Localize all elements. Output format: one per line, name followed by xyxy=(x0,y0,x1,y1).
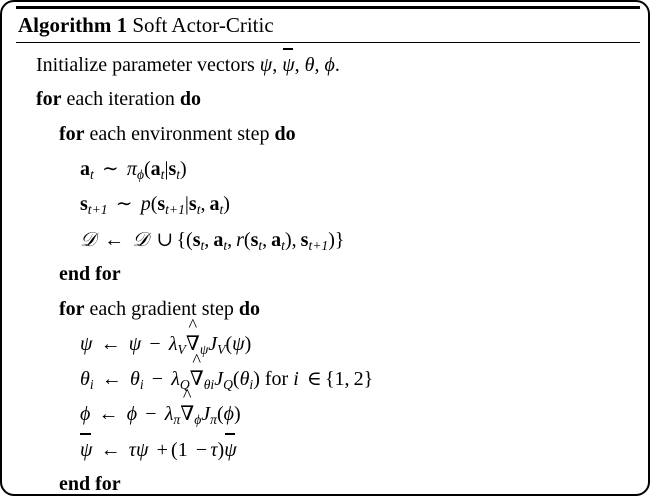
period-1: . xyxy=(334,54,340,77)
algorithm-number: 1 xyxy=(116,13,128,37)
var-s: s xyxy=(80,193,88,215)
algorithm-title: Algorithm 1 Soft Actor-Critic xyxy=(16,9,640,42)
keyword-for: for xyxy=(36,88,62,110)
keyword-do: do xyxy=(238,298,261,320)
line-sample-action: at ∼ πϕ(at|st) xyxy=(80,158,187,182)
line-initialize: Initialize parameter vectors ψ, ψ, θ, ϕ. xyxy=(16,47,640,82)
algorithm-top-rule xyxy=(16,6,640,9)
sub-i: i xyxy=(89,376,94,392)
param-psi: ψ xyxy=(80,333,93,355)
text-for: for xyxy=(264,368,289,390)
line-sample-next-state: st+1 ∼ p(st+1|st, at) xyxy=(80,193,230,217)
buffer-d: 𝒟 xyxy=(132,227,149,251)
text-each-gradient-step: each gradient step xyxy=(89,298,234,320)
objective-J: J xyxy=(201,403,211,425)
sub-t: t xyxy=(90,166,94,182)
lr-lambda: λ xyxy=(168,333,178,355)
sub-t-plus-1: t+1 xyxy=(87,201,108,217)
op-minus: − xyxy=(149,333,161,355)
keyword-end-for: end for xyxy=(59,473,121,495)
comma-1: , xyxy=(272,54,278,77)
op-cup: ∪ xyxy=(156,229,174,251)
keyword-do: do xyxy=(274,123,296,145)
comma-2: , xyxy=(294,54,300,77)
index-i: i xyxy=(293,368,299,390)
line-update-psi-bar: ψ ← τψ +(1 −τ)ψ xyxy=(16,432,640,467)
line-for-each-environment-step: for each environment step do xyxy=(16,117,640,152)
op-minus: − xyxy=(151,368,164,390)
line-update-replay-buffer: 𝒟 ← 𝒟 ∪{(st, at, r(st, at), st+1)} xyxy=(80,227,345,253)
var-s: s xyxy=(168,158,177,180)
op-gets: ← xyxy=(101,368,122,390)
op-gets: ← xyxy=(104,229,125,251)
line-update-phi: ϕ ← ϕ − λπ∇ϕJπ(ϕ) xyxy=(16,386,640,432)
line-update-theta: θi ← θi − λQ∇θiJQ(θi) for i ∈{1, 2} xyxy=(16,351,640,397)
algorithm-name: Soft Actor-Critic xyxy=(132,13,274,37)
initialize-symbols: ψ, ψ, θ, ϕ. xyxy=(259,48,340,77)
symbol-theta: θ xyxy=(304,54,315,77)
op-plus: + xyxy=(156,439,168,462)
lr-lambda: λ xyxy=(164,403,174,425)
algorithm-title-rule xyxy=(16,42,640,43)
param-psi-bar: ψ xyxy=(224,432,237,468)
buffer-d: 𝒟 xyxy=(80,227,96,251)
value-two: 2 xyxy=(353,368,364,390)
transition-p: p xyxy=(140,193,151,215)
op-in: ∈ xyxy=(306,368,322,390)
hat-nabla-icon: ∇ xyxy=(190,351,204,397)
sub-phi: ϕ xyxy=(136,166,144,182)
param-psi-bar: ψ xyxy=(80,432,92,468)
op-gets: ← xyxy=(98,403,119,425)
param-theta: θ xyxy=(80,368,90,390)
op-minus: − xyxy=(145,403,157,425)
var-a: a xyxy=(80,158,90,180)
objective-J: J xyxy=(214,368,224,390)
keyword-end-for: end for xyxy=(59,263,121,285)
var-a: a xyxy=(150,158,161,180)
keyword-for: for xyxy=(59,298,85,320)
op-sim: ∼ xyxy=(115,193,133,215)
value-one: 1 xyxy=(334,368,345,390)
lr-lambda: λ xyxy=(171,368,180,390)
algorithm-block: Algorithm 1 Soft Actor-Critic Initialize… xyxy=(16,6,640,495)
value-one: 1 xyxy=(177,439,188,462)
coef-tau: τ xyxy=(128,439,136,462)
reward-r: r xyxy=(236,229,244,251)
initialize-text: Initialize parameter vectors xyxy=(36,54,255,77)
keyword-for: for xyxy=(59,123,85,145)
line-end-for-gradient: end for xyxy=(16,467,640,495)
comma-3: , xyxy=(314,54,320,77)
op-gets: ← xyxy=(100,333,121,355)
text-each-environment-step: each environment step xyxy=(89,123,270,145)
symbol-phi: ϕ xyxy=(324,54,335,77)
op-sim: ∼ xyxy=(101,158,119,180)
hat-nabla-icon: ∇ xyxy=(180,386,194,432)
param-phi: ϕ xyxy=(80,403,91,425)
symbol-psi: ψ xyxy=(259,54,273,77)
sub-pi: π xyxy=(173,411,181,427)
op-mid: | xyxy=(164,158,169,180)
policy-pi: π xyxy=(126,158,137,180)
line-update-psi: ψ ← ψ − λV∇ψJV(ψ) xyxy=(16,316,640,362)
sub-V: V xyxy=(177,341,186,357)
algorithm-label: Algorithm xyxy=(18,13,112,37)
op-minus: − xyxy=(195,439,208,462)
op-gets: ← xyxy=(100,439,121,462)
line-for-each-gradient-step: for each gradient step do xyxy=(16,292,640,327)
keyword-do: do xyxy=(179,88,201,110)
objective-J: J xyxy=(208,333,218,355)
text-each-iteration: each iteration xyxy=(66,88,175,110)
algorithm-body: Initialize parameter vectors ψ, ψ, θ, ϕ.… xyxy=(16,43,640,495)
line-end-for-environment: end for xyxy=(16,257,640,292)
line-for-each-iteration: for each iteration do xyxy=(16,82,640,117)
symbol-psi-bar: ψ xyxy=(282,47,295,83)
op-mid: | xyxy=(184,193,189,215)
